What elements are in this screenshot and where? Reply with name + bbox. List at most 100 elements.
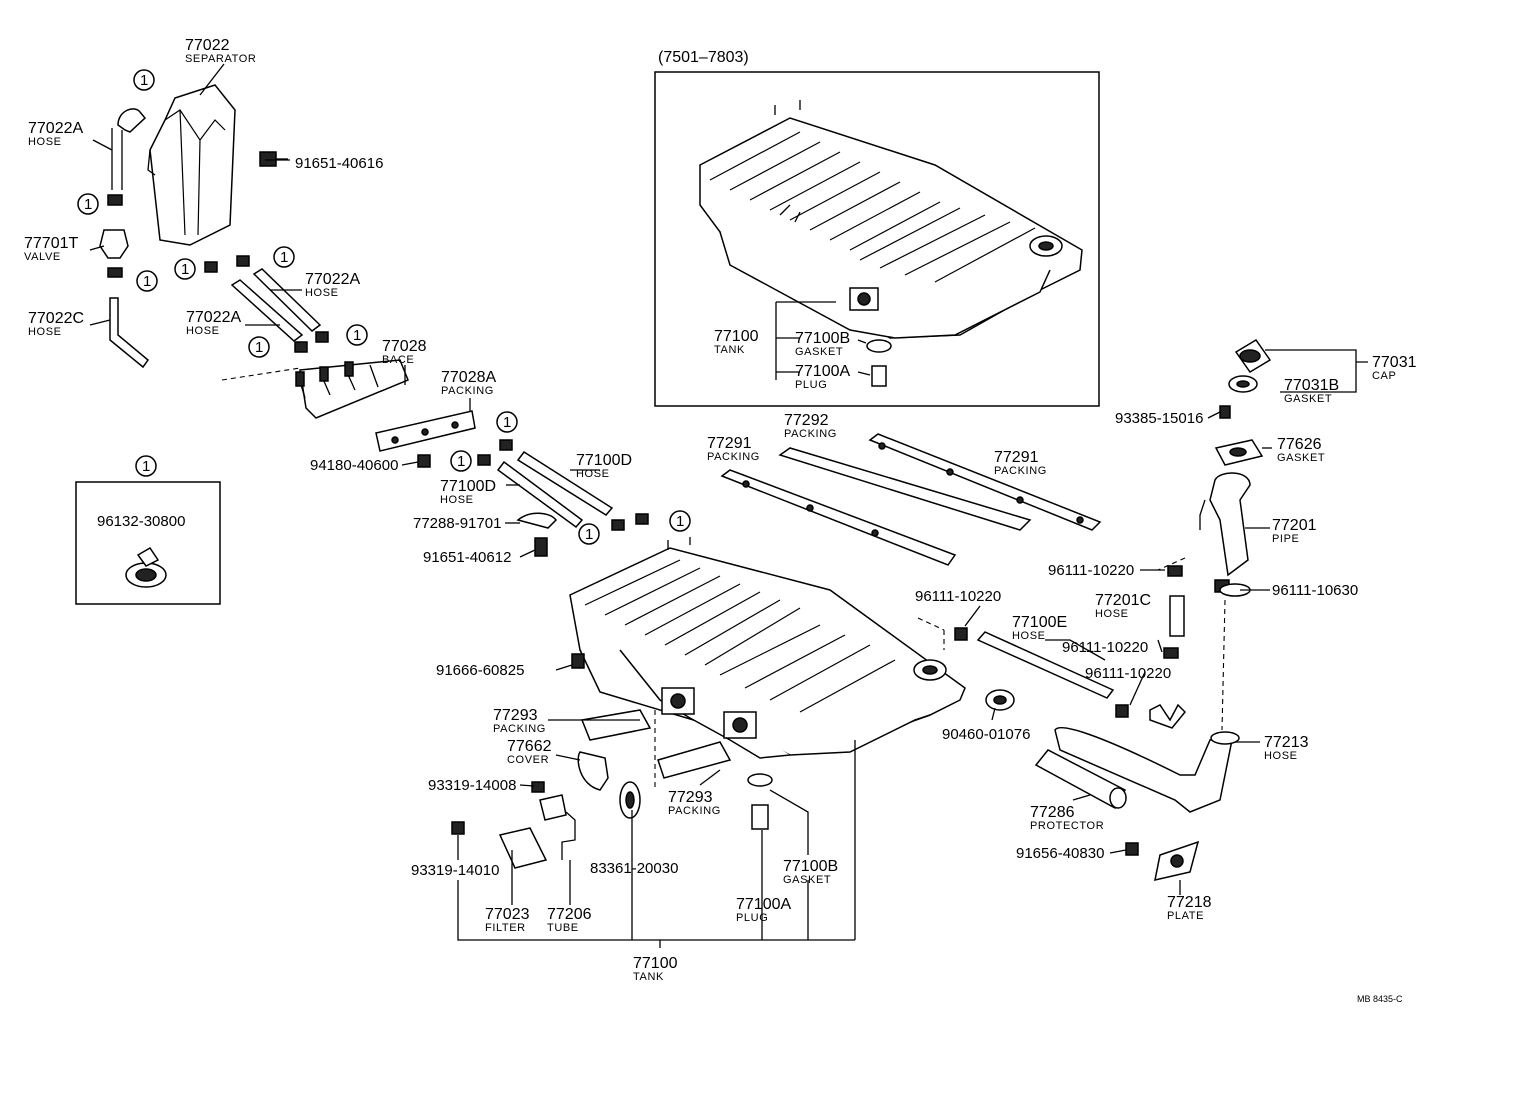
part-name: HOSE [186,325,220,337]
part-number: 77626 [1277,436,1322,453]
callout-93385-15016: 93385-15016 [1115,410,1203,427]
part-number: 77291 [994,449,1039,466]
part-number: 77292 [784,412,829,429]
part-name: PACKING [493,723,546,735]
part-number: 77286 [1030,804,1075,821]
part-number: 77100 [714,328,759,345]
callout-96111-10220: 96111-10220 [1085,665,1171,682]
part-name: PROTECTOR [1030,820,1104,832]
callout-83361-20030: 83361-20030 [590,860,678,877]
svg-text:1: 1 [280,249,288,266]
part-number: 77100D [576,452,632,469]
part-number: 77023 [485,906,530,923]
leader-lines [89,63,1272,948]
part-name: PLUG [795,379,827,391]
part-number: 77022A [28,120,83,137]
part-name: PACKING [441,385,494,397]
part-name: GASKET [1277,452,1325,464]
callout-91656-40830: 91656-40830 [1016,845,1104,862]
part-number: 77031 [1372,354,1417,371]
part-name: TANK [714,344,745,356]
part-number: 77701T [24,235,78,252]
part-name: HOSE [1264,750,1298,762]
part-number: 77288-91701 [413,515,501,532]
part-number: 77213 [1264,734,1309,751]
part-name: SEPARATOR [185,53,256,65]
part-number: 96111-10630 [1272,582,1358,599]
callout-96111-10630: 96111-10630 [1272,582,1358,599]
callout-96111-10220: 96111-10220 [915,588,1001,605]
circle-marker: 1 [77,193,99,215]
svg-text:1: 1 [181,261,189,278]
inset-plug-shape [871,365,887,387]
part-number: 83361-20030 [590,860,678,877]
callout-96111-10220: 96111-10220 [1048,562,1134,579]
part-number: 77201 [1272,517,1317,534]
callout-labels: 77022SEPARATOR77022AHOSE91651-4061677701… [24,37,1417,1004]
part-number: 91666-60825 [436,662,524,679]
part-number: 90460-01076 [942,726,1030,743]
part-number: 77100B [783,858,838,875]
part-number: 91656-40830 [1016,845,1104,862]
svg-text:1: 1 [503,414,511,431]
circle-marker: 1 [346,324,368,346]
part-name: HOSE [28,136,62,148]
part-name: HOSE [305,287,339,299]
svg-text:1: 1 [676,513,684,530]
part-name: GASKET [783,874,831,886]
circle-marker: 1 [133,69,155,91]
svg-text:1: 1 [140,72,148,89]
part-name: PACKING [668,805,721,817]
part-name: PLATE [1167,910,1204,922]
part-number: 94180-40600 [310,457,398,474]
part-name: GASKET [795,346,843,358]
part-number: 77022 [185,37,230,54]
filler-assembly [917,338,1368,881]
part-number: 77031B [1284,377,1339,394]
drawing-code: MB 8435-C [1357,994,1403,1004]
part-number: 77100B [795,330,850,347]
part-number: 77291 [707,435,752,452]
part-name: PACKING [784,428,837,440]
part-name: PIPE [1272,533,1299,545]
part-number: 96111-10220 [1048,562,1134,579]
circle-marker: 1 [248,336,270,358]
main-tank-drawing [569,537,966,759]
callout-77288-91701: 77288-91701 [413,515,501,532]
circle-marker: 1 [273,246,295,268]
callout-96111-10220: 96111-10220 [1062,639,1148,656]
part-number: 93385-15016 [1115,410,1203,427]
part-number: 77100E [1012,614,1067,631]
part-name: CAP [1372,370,1396,382]
part-number: 91651-40616 [295,155,383,172]
part-number: 77218 [1167,894,1212,911]
part-name: BACE [382,354,414,366]
svg-text:1: 1 [143,273,151,290]
circle-marker: 1 [450,450,472,472]
clamp-part-number: 96132-30800 [97,513,185,530]
part-number: 77662 [507,738,552,755]
clamp-inset-box: 1 96132-30800 [75,455,221,605]
circle-marker: 1 [578,523,600,545]
